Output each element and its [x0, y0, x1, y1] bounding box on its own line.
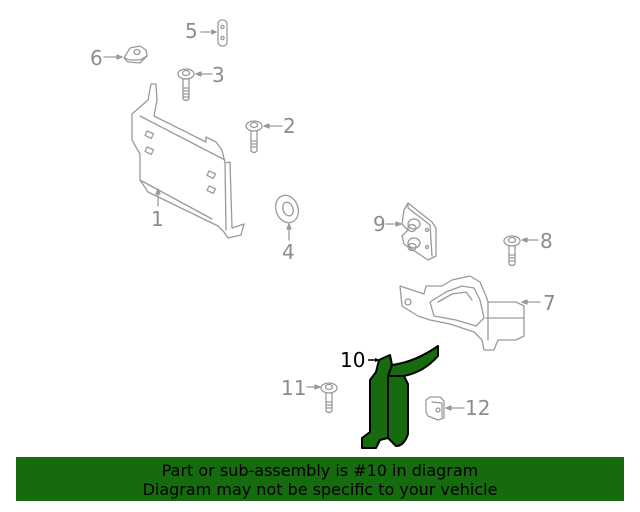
callout-7: 7	[543, 291, 556, 315]
part-3-bolt	[177, 68, 213, 102]
callout-9: 9	[373, 212, 386, 236]
part-8-bolt	[503, 235, 539, 267]
banner-line-part-info: Part or sub-assembly is #10 in diagram	[161, 461, 479, 480]
callout-11: 11	[281, 376, 307, 400]
part-7-mount-bracket	[399, 275, 541, 351]
callout-1: 1	[151, 207, 164, 231]
part-2-bolt	[245, 120, 283, 154]
info-banner: Part or sub-assembly is #10 in diagram D…	[16, 457, 624, 501]
part-10-deflector-highlighted[interactable]	[361, 345, 439, 449]
part-5-plate	[200, 19, 228, 47]
part-9-bracket	[385, 202, 437, 261]
part-6-clip-nut	[103, 45, 148, 64]
callout-10[interactable]: 10	[340, 348, 366, 372]
callout-8: 8	[540, 229, 553, 253]
part-11-bolt	[306, 382, 338, 414]
banner-line-disclaimer: Diagram may not be specific to your vehi…	[142, 480, 498, 499]
callout-5: 5	[185, 19, 198, 43]
part-4-washer	[274, 194, 300, 241]
part-1-bracket-panel	[131, 83, 245, 239]
part-12-clip	[425, 396, 465, 421]
callout-12: 12	[465, 396, 491, 420]
callout-4: 4	[282, 240, 295, 264]
callout-2: 2	[283, 114, 296, 138]
callout-6: 6	[90, 46, 103, 70]
callout-3: 3	[212, 63, 225, 87]
